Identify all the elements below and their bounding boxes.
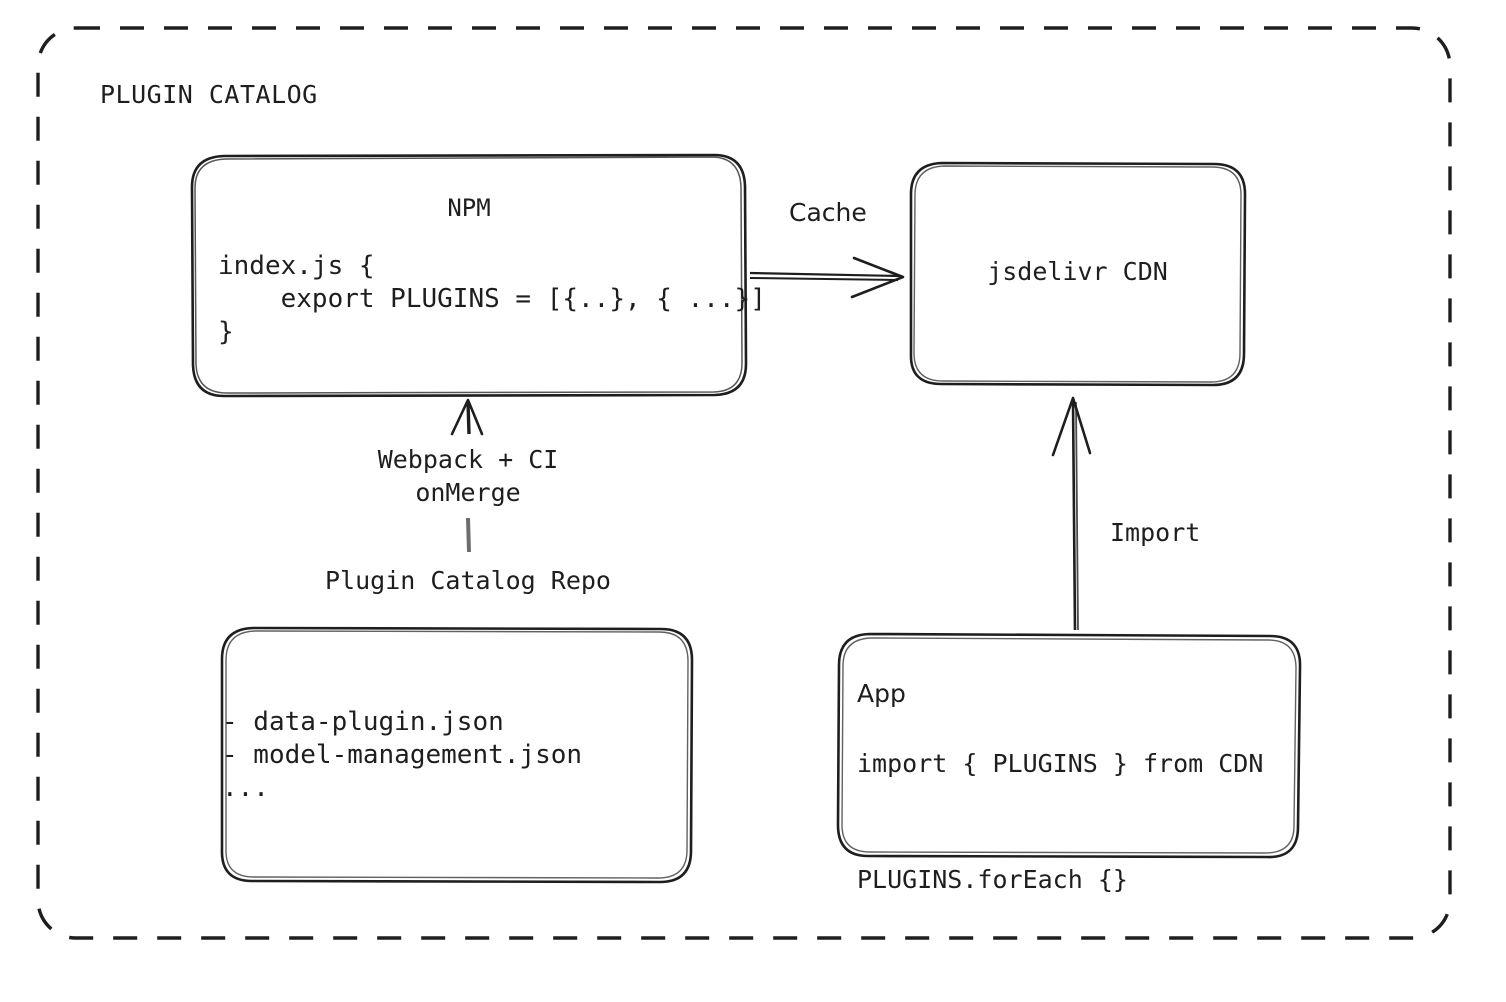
edge-app-to-cdn: [1051, 396, 1092, 631]
npm-node-shape: [190, 153, 748, 398]
cdn-node-title: jsdelivr CDN: [987, 257, 1168, 286]
repo-node-caption: Plugin Catalog Repo: [325, 566, 611, 595]
edge-label-webpack-ci: Webpack + CI onMerge: [377, 445, 559, 507]
repo-node-shape: [220, 626, 694, 884]
page-title: PLUGIN CATALOG: [100, 80, 318, 109]
cdn-node-shape: [909, 161, 1247, 387]
app-node-title: App: [857, 679, 906, 708]
repo-node-files: - data-plugin.json - model-management.js…: [222, 707, 583, 803]
app-node-shape: [836, 632, 1302, 859]
npm-node-title: NPM: [447, 194, 491, 222]
app-node-code: import { PLUGINS } from CDN PLUGINS.forE…: [857, 749, 1264, 894]
edge-repo-to-npm: [450, 398, 484, 553]
edge-label-cache: Cache: [789, 198, 867, 227]
plugin-catalog-boundary: [36, 26, 1452, 940]
edge-label-import: Import: [1110, 518, 1201, 547]
edge-npm-to-cdn: [749, 256, 905, 299]
npm-node-code: index.js { export PLUGINS = [{..}, { ...…: [218, 251, 766, 347]
